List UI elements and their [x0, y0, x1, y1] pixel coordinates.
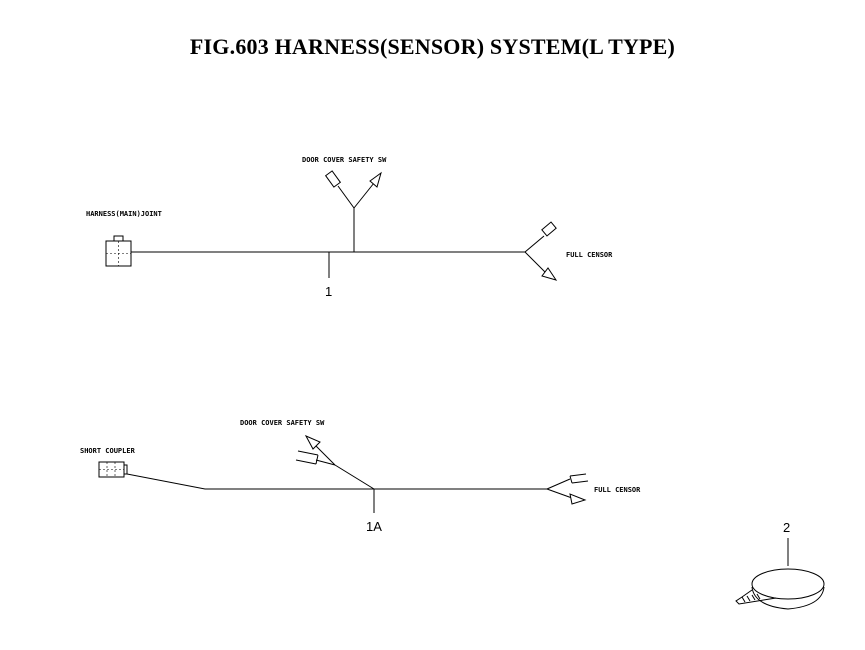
harness-1a-part-number: 1A — [366, 519, 382, 534]
harness-1-door-label: DOOR COVER SAFETY SW — [302, 156, 387, 164]
harness-1a-full-censor-branch — [546, 473, 589, 505]
harness-1-part-number: 1 — [325, 284, 332, 299]
short-coupler-label: SHORT COUPLER — [80, 447, 136, 455]
harness-1: DOOR COVER SAFETY SW HARNESS(MAIN)JOINT … — [86, 156, 613, 299]
harness-1a-trunk — [126, 473, 547, 490]
short-coupler — [98, 461, 128, 478]
harness-main-joint-label: HARNESS(MAIN)JOINT — [86, 210, 162, 218]
figure-title: FIG.603 HARNESS(SENSOR) SYSTEM(L TYPE) — [189, 34, 676, 59]
harness-1a-full-censor-label: FULL CENSOR — [594, 486, 641, 494]
harness-1a-door-branch — [295, 434, 375, 490]
harness-1-full-censor-branch — [524, 221, 558, 281]
harness-1-door-branch — [324, 170, 382, 252]
harness-1-full-censor-label: FULL CENSOR — [566, 251, 613, 259]
band-part-number: 2 — [783, 520, 790, 535]
harness-main-joint-connector — [105, 235, 132, 267]
harness-1a-door-label: DOOR COVER SAFETY SW — [240, 419, 325, 427]
harness-1a: DOOR COVER SAFETY SW SHORT COUPLER FULL … — [80, 419, 641, 534]
cable-band: 2 — [735, 520, 825, 610]
